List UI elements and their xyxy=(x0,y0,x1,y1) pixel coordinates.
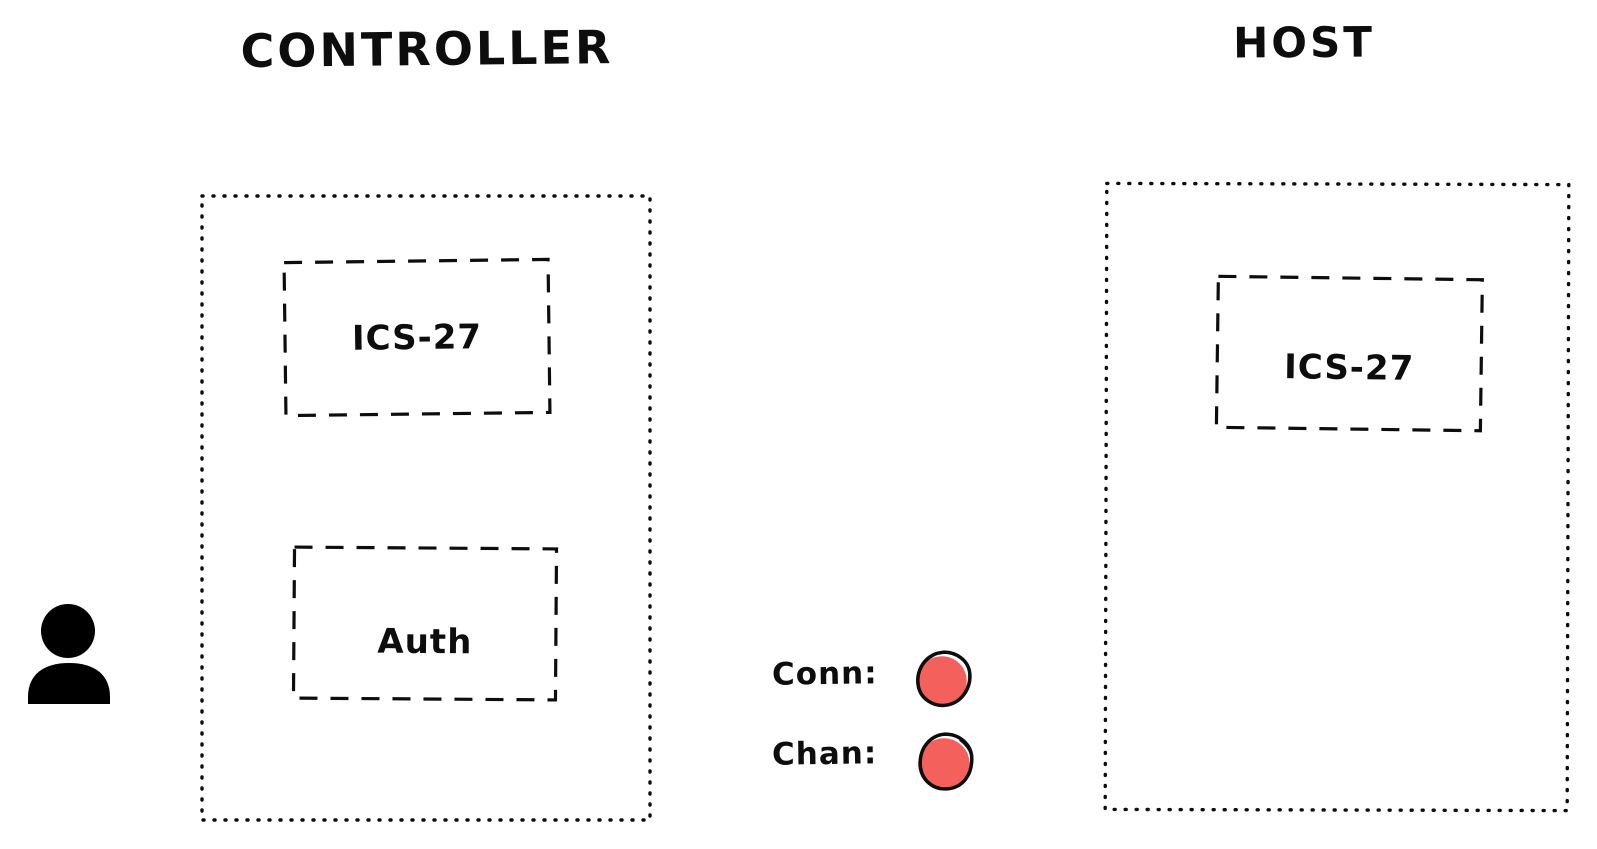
controller-auth-module: Auth xyxy=(291,545,559,702)
user-icon xyxy=(28,604,110,704)
controller-title: CONTROLLER xyxy=(240,20,614,78)
dotted-border xyxy=(1103,181,1571,813)
dashed-border xyxy=(291,545,559,702)
host-container: ICS-27 xyxy=(1103,181,1571,813)
module-label: ICS-27 xyxy=(351,316,483,359)
module-label: ICS-27 xyxy=(1283,346,1415,389)
module-label: Auth xyxy=(377,621,473,662)
conn-label: Conn: xyxy=(771,655,878,693)
conn-status-icon xyxy=(916,650,972,708)
controller-ics27-module: ICS-27 xyxy=(282,257,552,418)
host-title: HOST xyxy=(1232,17,1376,68)
dotted-border xyxy=(200,194,652,822)
controller-container: ICS-27 Auth xyxy=(200,194,652,822)
dashed-border xyxy=(282,257,552,418)
chan-status-icon xyxy=(918,732,974,791)
host-ics27-module: ICS-27 xyxy=(1214,274,1484,433)
dashed-border xyxy=(1214,274,1484,433)
chan-label: Chan: xyxy=(771,735,878,773)
